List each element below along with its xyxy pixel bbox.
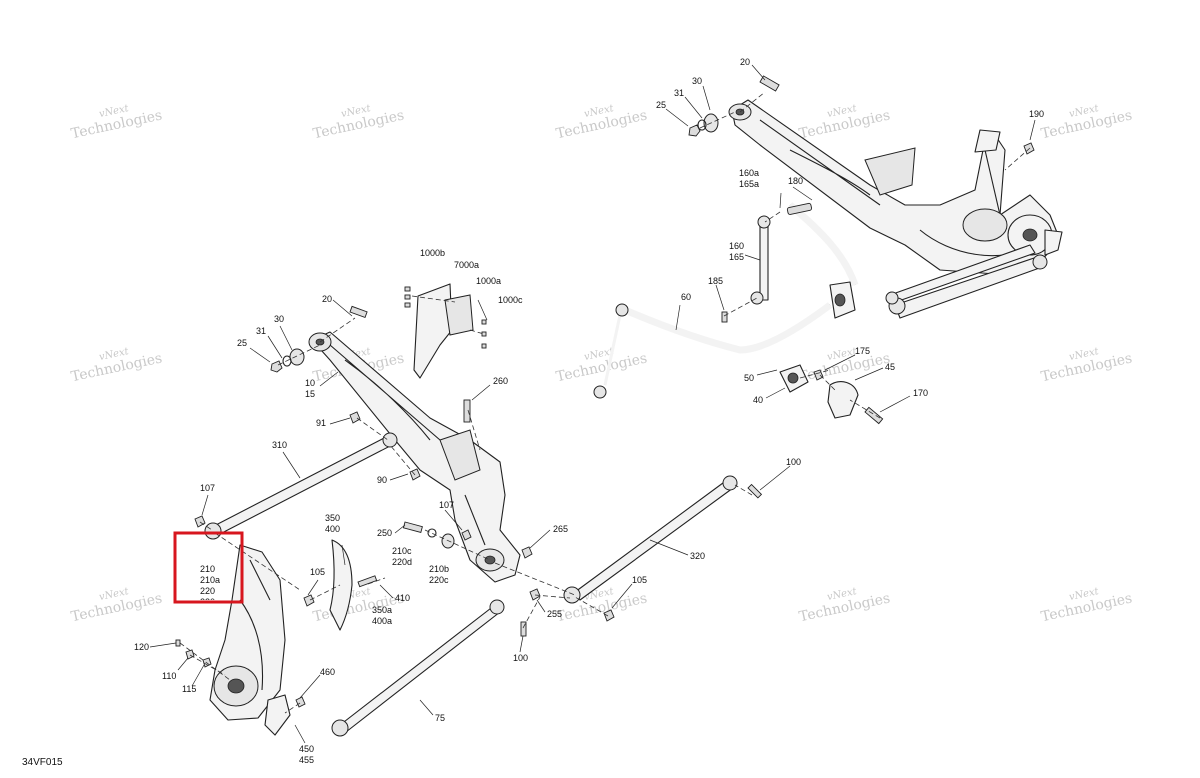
callout-220c: 220c: [429, 575, 449, 585]
callout-265: 265: [553, 524, 568, 534]
callout-455: 455: [299, 755, 314, 765]
callout-260: 260: [493, 376, 508, 386]
callout-labels: 20 30 31 25 190 160a 165a 180 160 165 18…: [134, 57, 1044, 765]
callout-1000a: 1000a: [476, 276, 501, 286]
callout-320: 320: [690, 551, 705, 561]
callout-110: 110: [162, 671, 176, 681]
callout-100-center: 100: [513, 653, 528, 663]
callout-31-left: 31: [256, 326, 266, 336]
figure-code: 34VF015: [22, 757, 63, 768]
callout-160: 160: [729, 241, 744, 251]
toe-link-310: [204, 432, 398, 540]
highlight-box: [173, 531, 244, 604]
callout-50: 50: [744, 373, 754, 383]
callout-190: 190: [1029, 109, 1044, 119]
brake-shield: [329, 539, 353, 631]
callout-115: 115: [182, 684, 196, 694]
callout-107-center: 107: [439, 500, 454, 510]
upper-hardware: [688, 75, 1035, 381]
callout-350: 350: [325, 513, 340, 523]
highlight-label-210a: 210a: [200, 575, 220, 585]
callout-15: 15: [305, 389, 315, 399]
callout-255: 255: [547, 609, 562, 619]
callout-100-right: 100: [786, 457, 801, 467]
highlighted-callout-group[interactable]: 210 210a 220 220a: [173, 531, 244, 607]
callout-350a: 350a: [372, 605, 392, 615]
callout-180: 180: [788, 176, 803, 186]
callout-60: 60: [681, 292, 691, 302]
mudflap: [413, 283, 474, 379]
highlight-label-220a: 220a: [200, 597, 220, 607]
callout-30-upper: 30: [692, 76, 702, 86]
callout-1000b: 1000b: [420, 248, 445, 258]
callout-460: 460: [320, 667, 335, 677]
callout-75: 75: [435, 713, 445, 723]
callout-250: 250: [377, 528, 392, 538]
callout-7000a: 7000a: [454, 260, 479, 270]
highlight-label-210: 210: [200, 564, 215, 574]
callout-40: 40: [753, 395, 763, 405]
callout-10: 10: [305, 378, 315, 388]
knuckle: [209, 544, 291, 736]
callout-120: 120: [134, 642, 149, 652]
callout-20-upper: 20: [740, 57, 750, 67]
callout-210b: 210b: [429, 564, 449, 574]
callout-410: 410: [395, 593, 410, 603]
callout-220d: 220d: [392, 557, 412, 567]
callout-20-left: 20: [322, 294, 332, 304]
upper-trailing-arm: [728, 99, 1063, 276]
callout-25-left: 25: [237, 338, 247, 348]
assembly-lines: [179, 91, 1031, 714]
highlight-label-220: 220: [200, 586, 215, 596]
callout-105-left: 105: [310, 567, 325, 577]
callout-30-left: 30: [274, 314, 284, 324]
callout-90: 90: [377, 475, 387, 485]
callout-185: 185: [708, 276, 723, 286]
lateral-link-320: [563, 475, 738, 604]
callout-170: 170: [913, 388, 928, 398]
lower-link-75: [331, 599, 505, 737]
callout-400: 400: [325, 524, 340, 534]
callout-165a: 165a: [739, 179, 759, 189]
callout-105-right: 105: [632, 575, 647, 585]
callout-175: 175: [855, 346, 870, 356]
callout-400a: 400a: [372, 616, 392, 626]
callout-160a: 160a: [739, 168, 759, 178]
upper-radius-rods: [885, 244, 1048, 319]
callout-45: 45: [885, 362, 895, 372]
callout-25-upper: 25: [656, 100, 666, 110]
sway-bar-bracket-parts: [779, 202, 884, 425]
callout-91: 91: [316, 418, 326, 428]
callout-450: 450: [299, 744, 314, 754]
callout-1000c: 1000c: [498, 295, 523, 305]
callout-310: 310: [272, 440, 287, 450]
callout-107-left: 107: [200, 483, 215, 493]
leader-lines: [149, 64, 1036, 744]
callout-210c: 210c: [392, 546, 412, 556]
callout-165: 165: [729, 252, 744, 262]
callout-31-upper: 31: [674, 88, 684, 98]
